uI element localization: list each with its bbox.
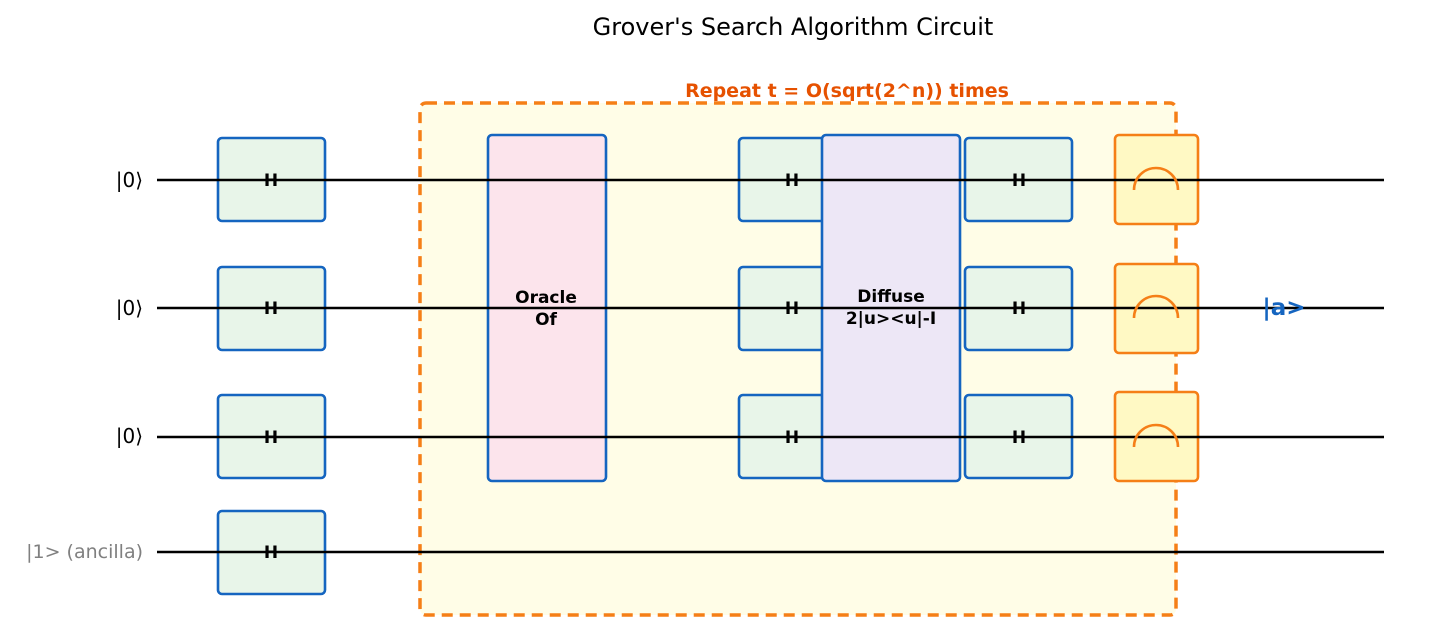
qubit-label-0: |0⟩ [116, 168, 143, 192]
h-gate-label: H [785, 299, 799, 319]
h-gate-label: H [264, 171, 278, 191]
h-gate-label: H [785, 428, 799, 448]
repeat-region [418, 101, 1178, 617]
repeat-label: Repeat t = O(sqrt(2^n)) times [685, 80, 1009, 102]
meter-icon-q1 [1132, 294, 1180, 319]
h-gate-label: H [1012, 428, 1026, 448]
meter-icon-q0 [1132, 166, 1180, 191]
diffuse-label-line1: Diffuse [857, 287, 924, 307]
qubit-label-ancilla: |1> (ancilla) [26, 541, 143, 563]
oracle-label-line2: Of [535, 310, 557, 330]
output-state-label: |a> [1262, 295, 1305, 321]
h-gate-label: H [1012, 299, 1026, 319]
h-gate-label: H [785, 171, 799, 191]
qubit-label-1: |0⟩ [116, 296, 143, 320]
oracle-label-line1: Oracle [515, 288, 577, 308]
h-gate-label: H [264, 543, 278, 563]
qubit-label-2: |0⟩ [116, 424, 143, 448]
diagram-title: Grover's Search Algorithm Circuit [593, 13, 994, 41]
meter-icon-q2 [1132, 423, 1180, 448]
h-gate-label: H [264, 428, 278, 448]
h-gate-label: H [1012, 171, 1026, 191]
diffuse-label-line2: 2|u><u|-I [846, 309, 936, 329]
h-gate-label: H [264, 299, 278, 319]
